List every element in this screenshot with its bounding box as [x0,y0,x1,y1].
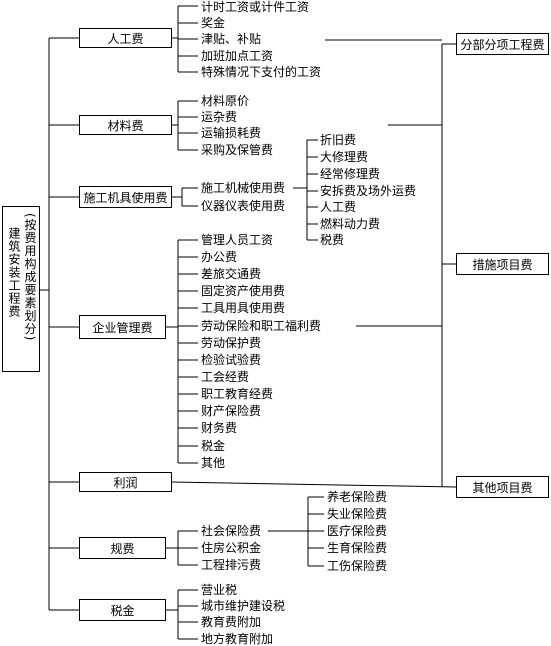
management-item: 其他 [201,456,226,470]
root-subtitle: (按费用构成要素划分) [23,213,37,342]
fees-sub-item: 工伤保险费 [327,559,388,573]
machinery-item: 仪器仪表使用费 [201,199,286,213]
category-profit: 利润 [79,472,172,492]
fees-item: 住房公积金 [201,541,262,555]
material-item: 运杂费 [201,110,238,124]
fees-sub-item: 生育保险费 [327,541,388,555]
machinery-sub-item: 安拆费及场外运费 [320,184,417,198]
category-fees: 规费 [79,537,166,559]
management-item: 工会经费 [201,370,250,384]
tax-item: 教育费附加 [201,615,262,629]
category-machinery: 施工机具使用费 [79,186,172,208]
fees-item: 工程排污费 [201,558,262,572]
tax-item: 营业税 [201,583,238,597]
machinery-sub-item: 折旧费 [320,133,357,147]
right-box-sub-item: 分部分项工程费 [456,33,549,55]
root-title: 建筑安装工程费 [7,227,21,318]
fees-item: 社会保险费 [201,524,262,538]
material-item: 材料原价 [201,94,250,108]
machinery-sub-item: 燃料动力费 [320,217,381,231]
labor-item: 奖金 [201,16,226,30]
labor-item: 特殊情况下支付的工资 [201,65,322,79]
machinery-sub-item: 人工费 [320,200,357,214]
management-item: 劳动保险和职工福利费 [201,319,322,333]
management-item: 检验试验费 [201,353,262,367]
labor-item: 计时工资或计件工资 [201,0,310,14]
management-item: 差旅交通费 [201,267,262,281]
tax-item: 地方教育附加 [201,632,274,646]
management-item: 劳动保护费 [201,336,262,350]
machinery-sub-item: 经常修理费 [320,167,381,181]
right-box-measures: 措施项目费 [456,253,549,275]
category-tax: 税金 [79,599,166,621]
management-item: 财产保险费 [201,404,262,418]
material-item: 运输损耗费 [201,126,262,140]
material-item: 采购及保管费 [201,143,274,157]
machinery-item: 施工机械使用费 [201,181,286,195]
management-item: 管理人员工资 [201,233,274,247]
fees-sub-item: 养老保险费 [327,490,388,504]
labor-item: 津贴、补贴 [201,32,262,46]
fees-sub-item: 失业保险费 [327,507,388,521]
management-item: 税金 [201,439,226,453]
fees-sub-item: 医疗保险费 [327,524,388,538]
management-item: 财务费 [201,421,238,435]
category-material: 材料费 [79,115,172,135]
category-labor: 人工费 [79,28,172,48]
right-box-other: 其他项目费 [456,476,549,498]
management-item: 办公费 [201,250,238,264]
tax-item: 城市维护建设税 [201,599,286,613]
machinery-sub-item: 税费 [320,233,345,247]
management-item: 工具用具使用费 [201,301,286,315]
management-item: 职工教育经费 [201,387,274,401]
category-management: 企业管理费 [79,315,166,339]
management-item: 固定资产使用费 [201,284,286,298]
machinery-sub-item: 大修理费 [320,150,369,164]
labor-item: 加班加点工资 [201,49,274,63]
root-box: 建筑安装工程费 (按费用构成要素划分) [2,206,40,372]
